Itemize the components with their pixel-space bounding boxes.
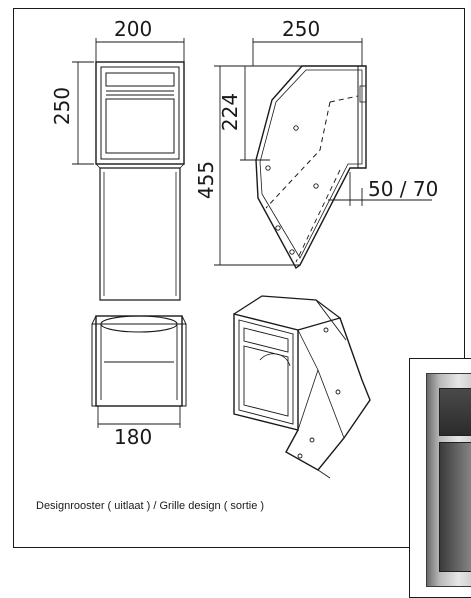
grille-bezel [426, 373, 471, 587]
front-view [72, 38, 185, 301]
caption: Designrooster ( uitlaat ) / Grille desig… [36, 500, 265, 512]
grille-bottom-opening [439, 442, 471, 572]
dimension-side-outlet: 50 / 70 [368, 177, 439, 201]
bottom-view [91, 315, 187, 428]
dimension-total-height: 455 [194, 160, 218, 200]
dimension-side-opening: 224 [218, 92, 242, 132]
isometric-view [233, 295, 371, 479]
drawing-frame [13, 8, 465, 548]
grille-top-opening [439, 388, 471, 436]
dimension-bottom-width: 180 [114, 425, 153, 449]
dimension-front-width: 200 [114, 17, 153, 41]
side-view [214, 38, 432, 270]
product-photo [409, 358, 471, 598]
dimension-front-height: 250 [50, 86, 74, 126]
dimension-side-width: 250 [282, 17, 321, 41]
